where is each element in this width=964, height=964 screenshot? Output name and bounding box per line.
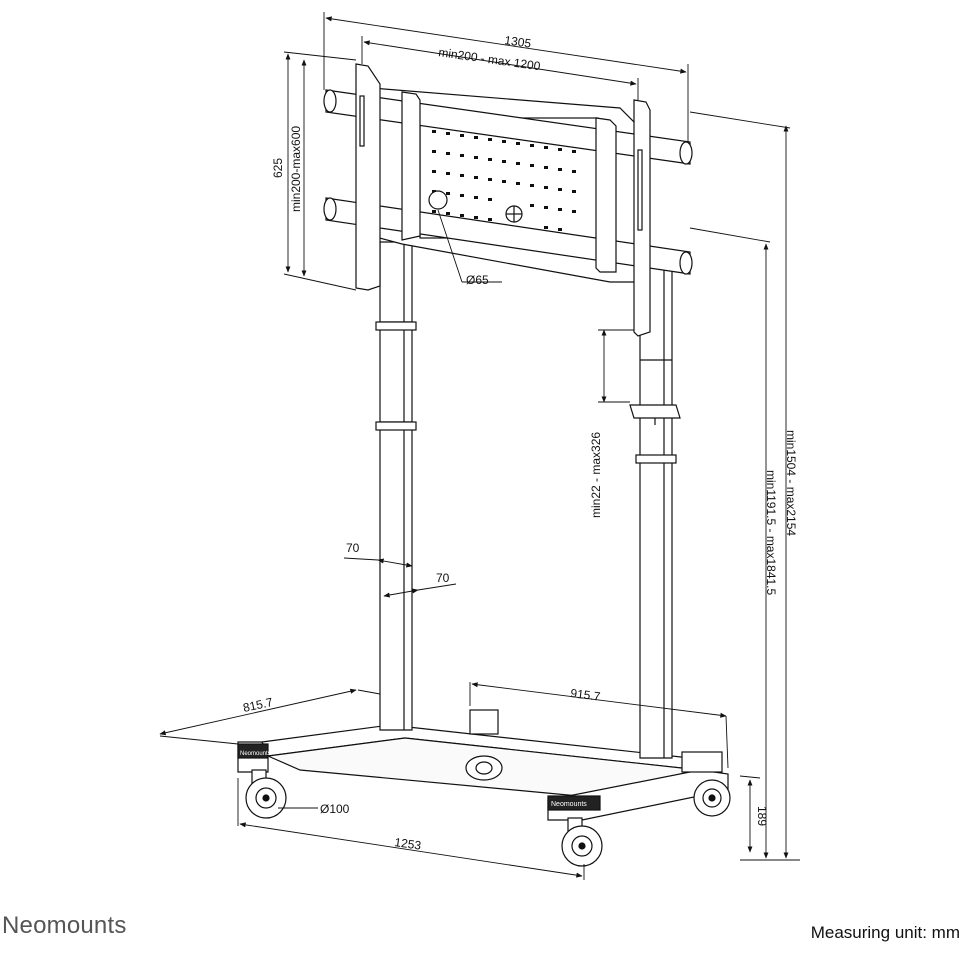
caster-front-right: [561, 817, 603, 867]
dim-hole-diameter: Ø65: [466, 273, 489, 287]
dim-vesa-height: min200-max600: [289, 126, 303, 212]
dim-base-depth-left: 815.7: [242, 695, 275, 715]
dim-total-width: 1305: [504, 33, 533, 51]
dim-mount-height: min1191.5 - max1841.5: [764, 470, 778, 596]
dim-plate-height: 625: [271, 158, 285, 178]
vesa-arms: [355, 63, 651, 337]
cart-label-right: Neomounts: [551, 801, 587, 808]
dim-column-depth: 70: [436, 571, 450, 585]
dim-base-width: 1253: [394, 835, 423, 853]
column-left: [375, 241, 417, 731]
caster-back-right: [693, 779, 731, 817]
dimension-lines: [159, 12, 800, 880]
dim-shelf-adjust: min22 - max326: [589, 432, 603, 518]
brand-logo: Neomounts: [2, 912, 127, 939]
dim-column-width: 70: [346, 541, 360, 555]
dim-total-height: min1504 - max2154: [784, 430, 798, 536]
cart-label-left: Neomounts: [240, 751, 271, 757]
stand-body: [237, 63, 731, 867]
dim-base-depth-right: 915.7: [570, 686, 602, 704]
unit-note: Measuring unit: mm: [810, 923, 960, 942]
dim-caster-diameter: Ø100: [320, 802, 350, 816]
dim-base-height: 189: [755, 806, 769, 826]
caster-front-left: [245, 769, 287, 819]
caster-back-left: [465, 755, 503, 781]
column-right: [629, 259, 681, 759]
